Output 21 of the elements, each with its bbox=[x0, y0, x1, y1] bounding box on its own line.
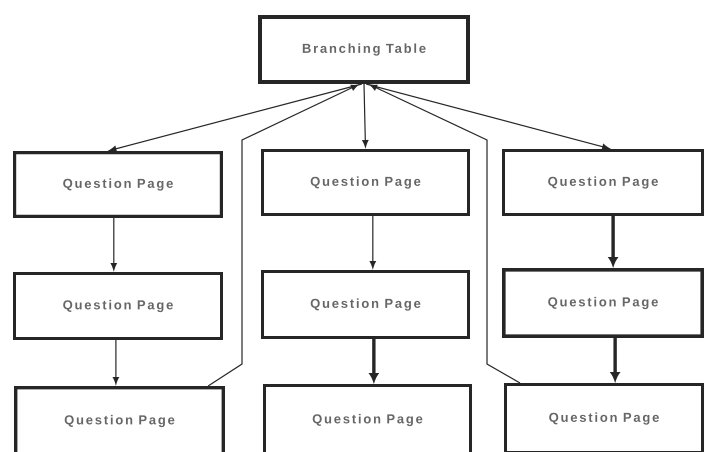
arrow bbox=[110, 218, 117, 270]
arrow bbox=[109, 83, 362, 152]
process-box: Branching Table bbox=[258, 15, 470, 84]
arrow bbox=[370, 84, 520, 384]
process-box: Question Page bbox=[504, 383, 704, 452]
arrow bbox=[370, 339, 378, 382]
process-box: Question Page bbox=[502, 149, 704, 216]
arrow bbox=[208, 84, 358, 386]
arrow bbox=[370, 216, 376, 268]
process-box: Question Page bbox=[263, 384, 472, 452]
process-box: Question Page bbox=[14, 386, 225, 452]
arrow bbox=[362, 84, 368, 148]
arrow bbox=[112, 340, 119, 384]
process-box: Question Page bbox=[261, 270, 470, 339]
arrow bbox=[366, 83, 610, 150]
process-box: Question Page bbox=[13, 151, 223, 218]
arrow bbox=[608, 216, 618, 266]
arrow bbox=[610, 338, 620, 381]
process-box: Question Page bbox=[502, 268, 704, 338]
process-box: Question Page bbox=[13, 272, 223, 340]
process-box: Question Page bbox=[261, 149, 470, 216]
